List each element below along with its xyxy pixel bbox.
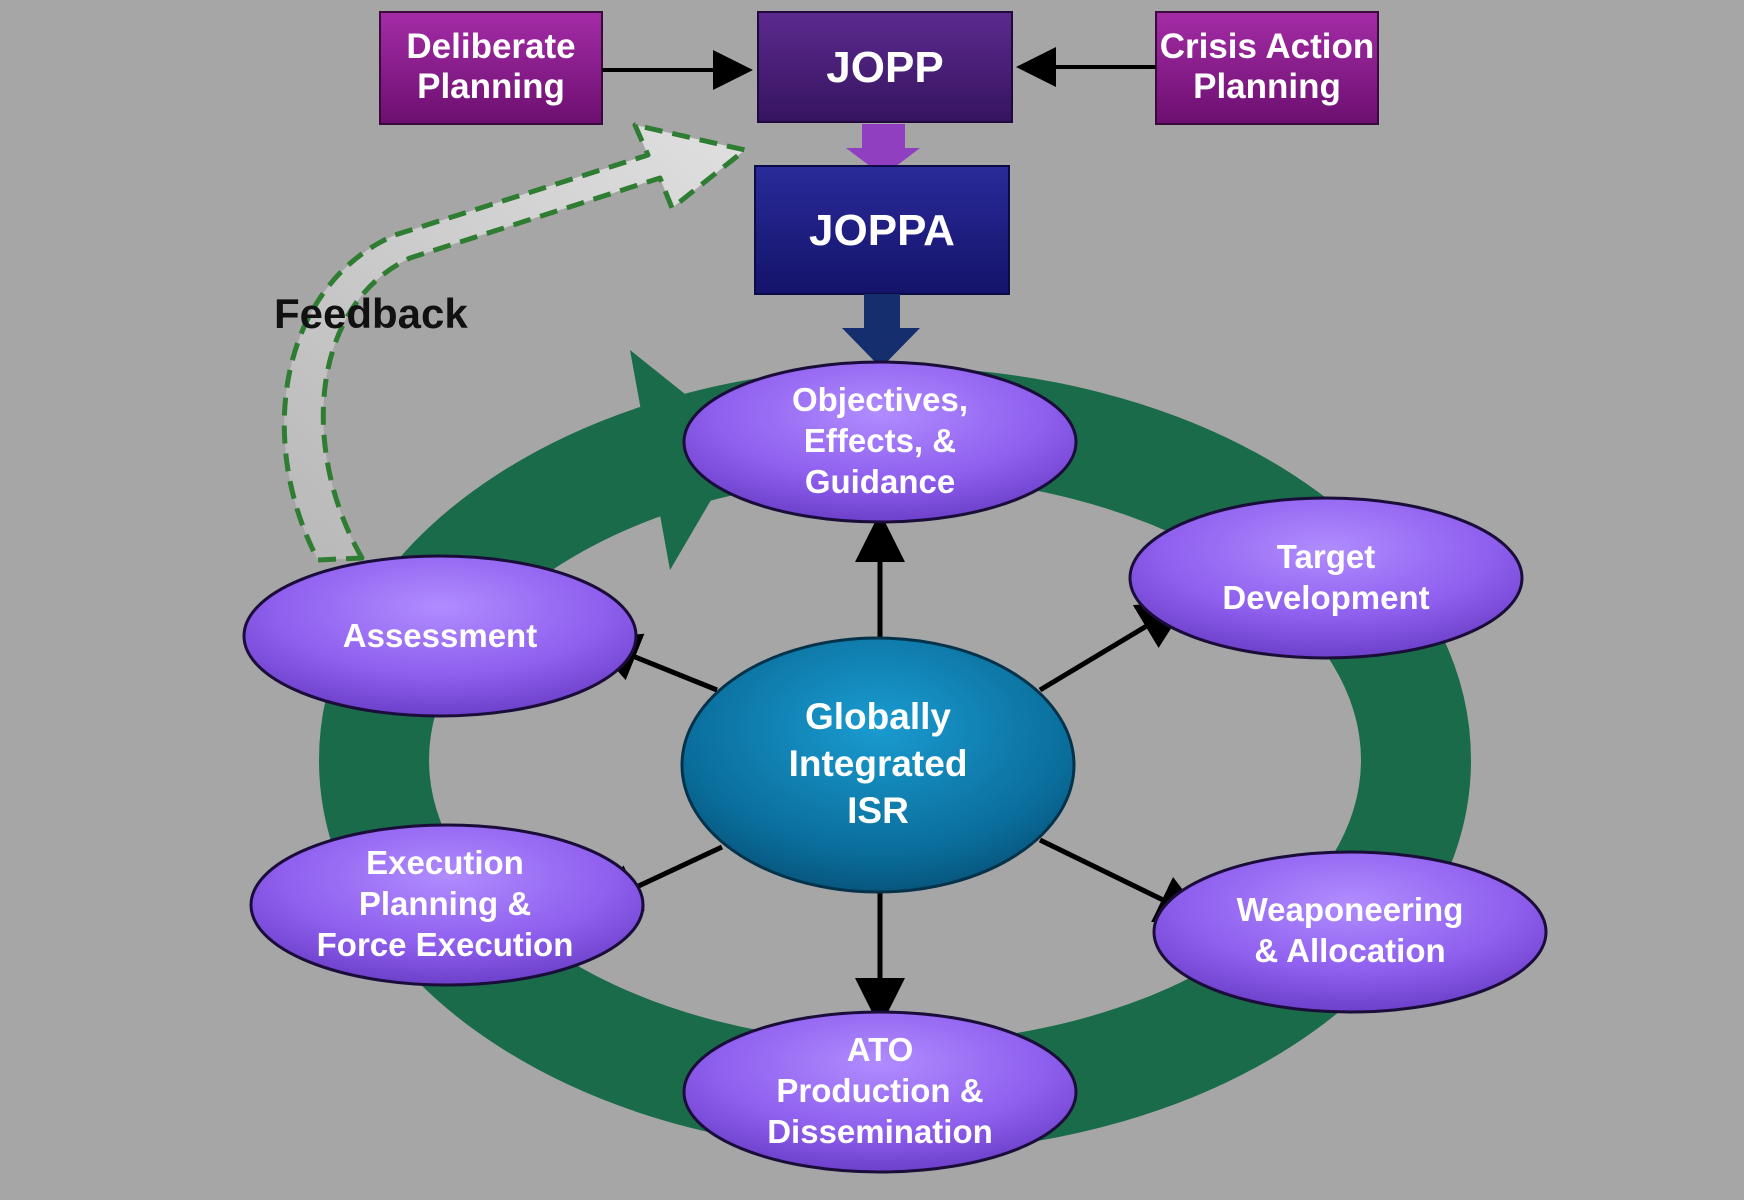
label-line: ISR (847, 790, 909, 831)
jopp-label: JOPP (826, 43, 943, 92)
feedback-label: Feedback (274, 290, 468, 337)
node-assessment-label: Assessment (343, 617, 537, 654)
node-assessment: Assessment (242, 554, 638, 718)
label-line: Dissemination (767, 1113, 993, 1150)
label-line: Planning & (359, 885, 531, 922)
label-line: Force Execution (317, 926, 574, 963)
label-line: Deliberate (406, 27, 575, 66)
label-line: Development (1222, 579, 1429, 616)
node-ato: ATO Production & Dissemination (682, 1010, 1078, 1174)
label-line: Planning (1193, 67, 1341, 106)
label-line: Globally (805, 696, 951, 737)
node-weaponeering: Weaponeering & Allocation (1152, 850, 1548, 1014)
label-line: Target (1277, 538, 1375, 575)
label-line: Planning (417, 67, 565, 106)
label-line: Execution (366, 844, 524, 881)
label-line: & Allocation (1254, 932, 1445, 969)
label-line: Weaponeering (1237, 891, 1464, 928)
joppa-to-objectives-arrow (842, 294, 920, 368)
label-line: JOPP (826, 43, 943, 92)
label-line: Guidance (805, 463, 955, 500)
label-line: Crisis Action (1160, 27, 1375, 66)
feedback-arrow (281, 122, 748, 563)
label-line: Effects, & (804, 422, 956, 459)
node-objectives-label: Objectives, Effects, & Guidance (792, 381, 968, 500)
joppa-label: JOPPA (809, 206, 955, 255)
jopp-to-joppa-arrow (846, 124, 920, 176)
label-line: Assessment (343, 617, 537, 654)
label-line: JOPPA (809, 206, 955, 255)
node-ato-label: ATO Production & Dissemination (767, 1031, 993, 1150)
node-weaponeering-label: Weaponeering & Allocation (1237, 891, 1464, 969)
label-line: ATO (847, 1031, 914, 1068)
label-line: Objectives, (792, 381, 968, 418)
label-line: Production & (776, 1072, 983, 1109)
joppa-box: JOPPA (754, 165, 1010, 295)
label-line: Integrated (789, 743, 968, 784)
jopp-box: JOPP (757, 11, 1013, 123)
node-objectives: Objectives, Effects, & Guidance (682, 360, 1078, 524)
